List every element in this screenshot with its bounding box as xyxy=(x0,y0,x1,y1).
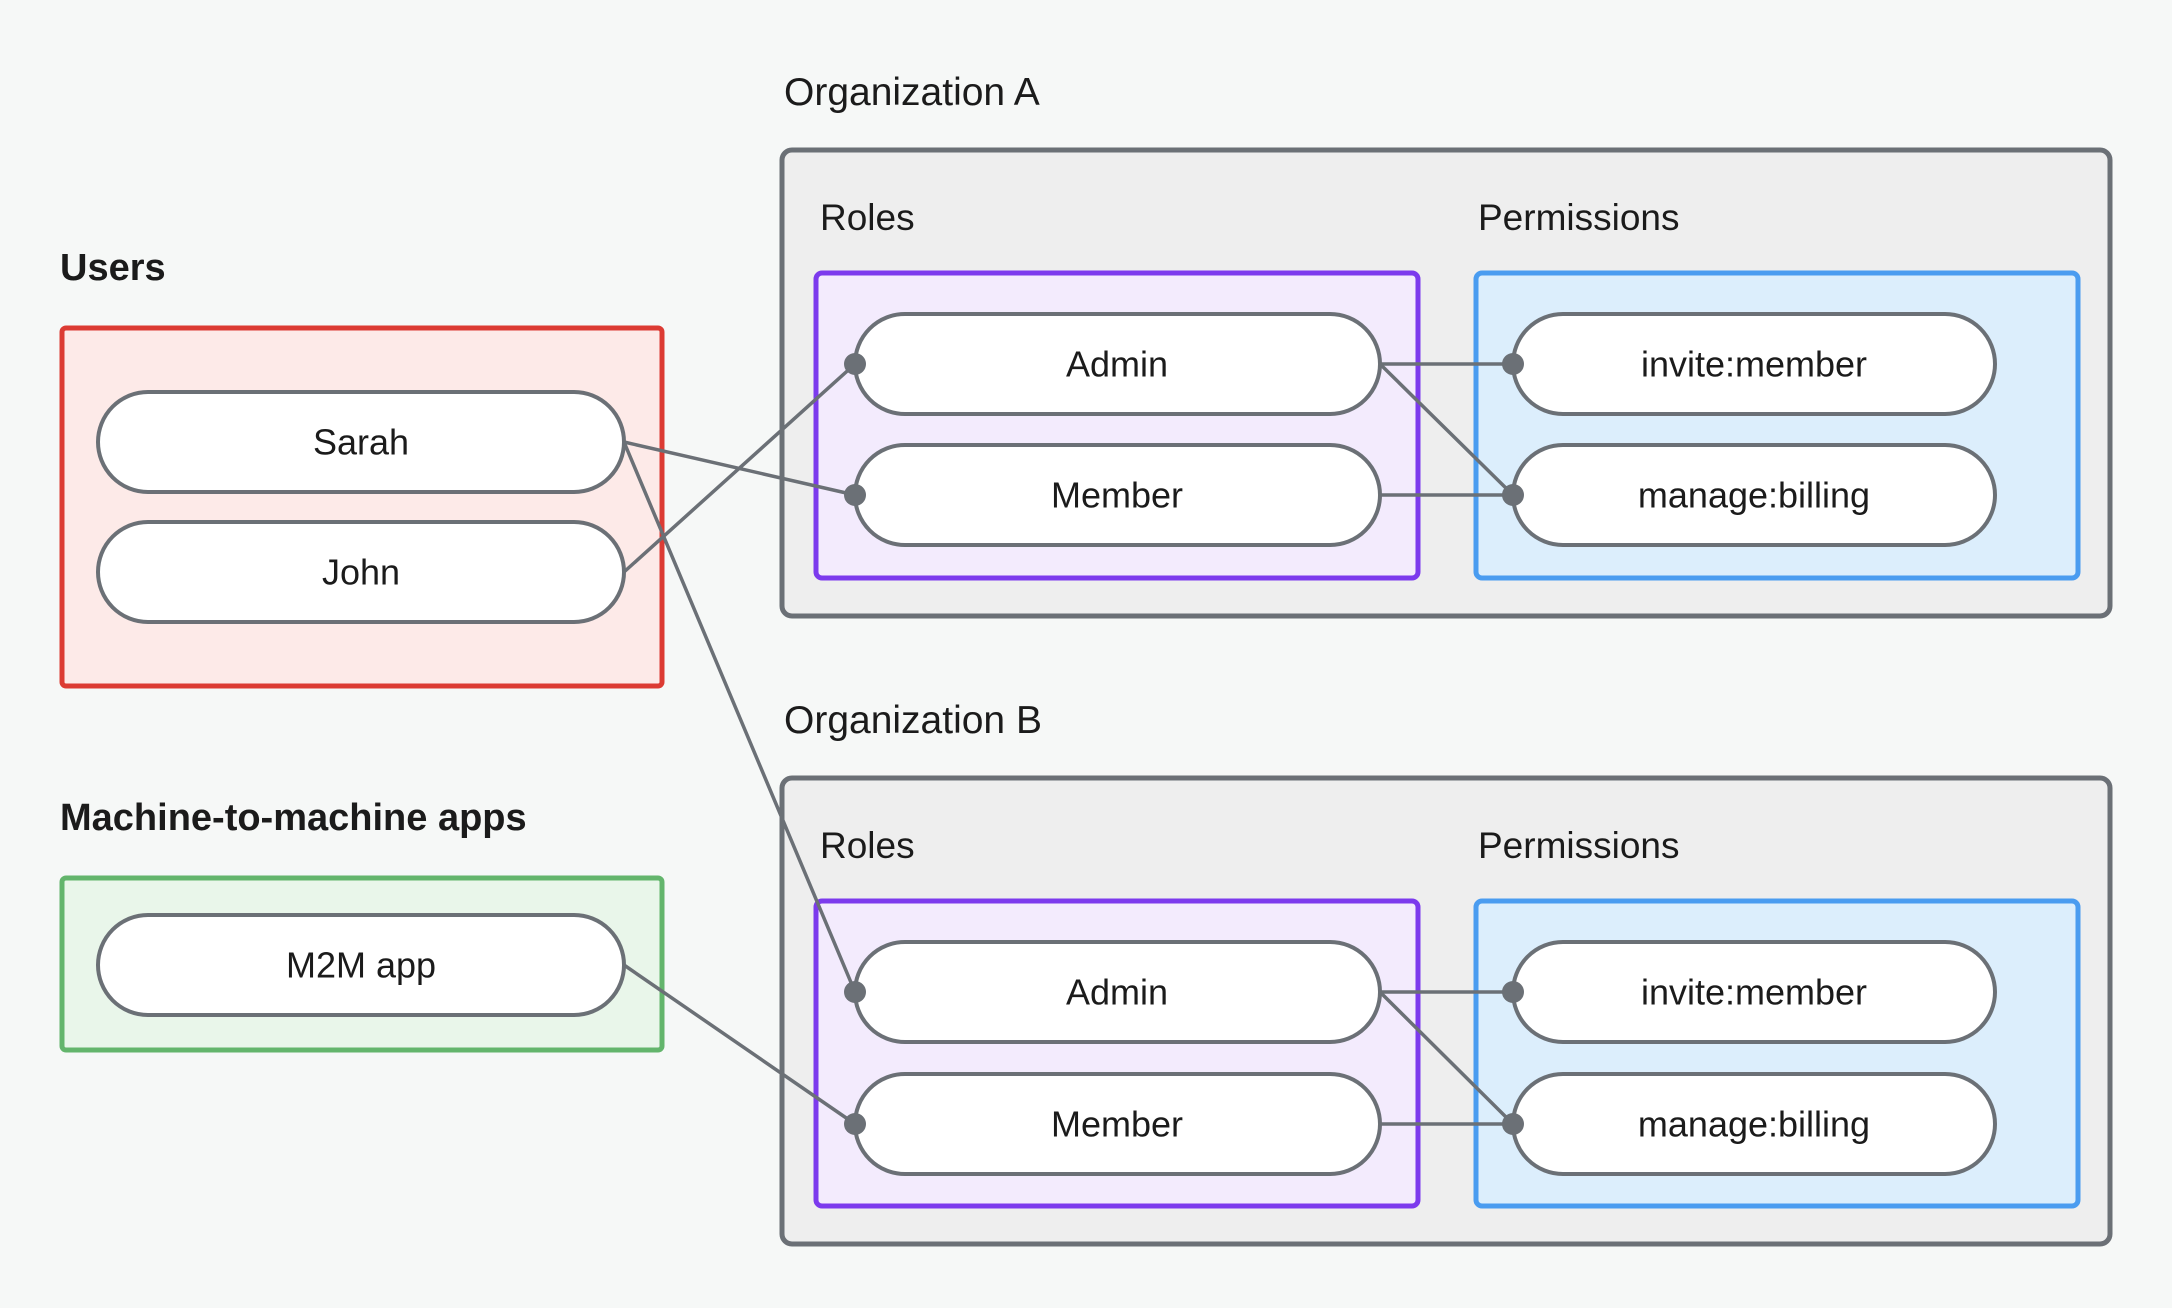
node-m2m-app-pill[interactable] xyxy=(96,913,626,1017)
edge-dot-org-b-billing-in xyxy=(1502,1113,1524,1135)
node-org-b-invite-member-label: invite:member xyxy=(1641,972,1867,1013)
node-org-b-member[interactable]: Member xyxy=(853,1072,1382,1176)
edge-m2m-to-org-b-member xyxy=(622,963,857,1126)
edges-layer xyxy=(622,362,1515,1126)
edge-org-a-admin-to-manage-billing xyxy=(1378,362,1515,497)
organization-a-permissions-title: Permissions xyxy=(1478,197,1680,238)
edge-endpoints-layer xyxy=(844,353,1524,1135)
node-org-a-manage-billing-label: manage:billing xyxy=(1638,475,1870,516)
node-m2m-app-label: M2M app xyxy=(286,945,436,986)
edge-dot-org-a-member-in xyxy=(844,484,866,506)
organization-a-title: Organization A xyxy=(784,71,1040,114)
organization-a-roles-title: Roles xyxy=(820,197,915,238)
edge-dot-org-a-invite-in xyxy=(1502,353,1524,375)
organization-b-title: Organization B xyxy=(784,699,1042,742)
edge-sarah-to-org-a-member xyxy=(622,440,857,497)
m2m-group-title: Machine-to-machine apps xyxy=(60,797,527,839)
node-org-a-invite-member-label: invite:member xyxy=(1641,344,1867,385)
edge-dot-org-b-invite-in xyxy=(1502,981,1524,1003)
organization-b-roles-title: Roles xyxy=(820,825,915,866)
node-org-b-member-label: Member xyxy=(1051,1104,1183,1145)
node-org-a-member-label: Member xyxy=(1051,475,1183,516)
users-container xyxy=(59,325,665,689)
node-org-b-admin[interactable]: Admin xyxy=(853,940,1382,1044)
edge-org-b-admin-to-manage-billing xyxy=(1378,990,1515,1126)
edge-dot-org-a-billing-in xyxy=(1502,484,1524,506)
node-sarah[interactable]: Sarah xyxy=(96,390,626,494)
node-john-pill[interactable] xyxy=(96,520,626,624)
node-org-a-member[interactable]: Member xyxy=(853,443,1382,547)
node-org-b-admin-label: Admin xyxy=(1066,972,1168,1013)
edge-dot-org-b-member-in xyxy=(844,1113,866,1135)
node-org-a-invite-member[interactable]: invite:member xyxy=(1511,312,1997,416)
edge-sarah-to-org-b-admin xyxy=(622,440,857,994)
node-org-b-manage-billing-label: manage:billing xyxy=(1638,1104,1870,1145)
node-sarah-label: Sarah xyxy=(313,422,409,463)
edge-dot-org-b-admin-in xyxy=(844,981,866,1003)
node-sarah-pill[interactable] xyxy=(96,390,626,494)
organization-b-permissions-title: Permissions xyxy=(1478,825,1680,866)
node-m2m-app[interactable]: M2M app xyxy=(96,913,626,1017)
edge-dot-org-a-admin-in xyxy=(844,353,866,375)
users-group-title: Users xyxy=(60,247,166,289)
node-org-a-manage-billing[interactable]: manage:billing xyxy=(1511,443,1997,547)
node-john-label: John xyxy=(322,552,400,593)
node-org-a-admin[interactable]: Admin xyxy=(853,312,1382,416)
node-org-b-invite-member[interactable]: invite:member xyxy=(1511,940,1997,1044)
node-org-b-manage-billing[interactable]: manage:billing xyxy=(1511,1072,1997,1176)
node-org-a-admin-label: Admin xyxy=(1066,344,1168,385)
node-john[interactable]: John xyxy=(96,520,626,624)
